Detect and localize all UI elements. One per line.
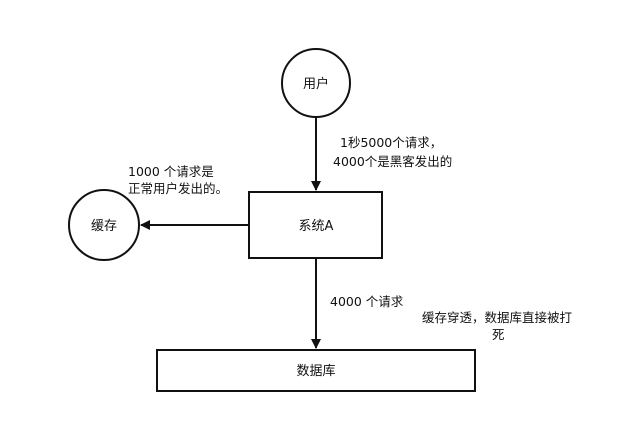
cache-node: 缓存 (68, 189, 140, 261)
system-to-cache-label-line-2: 正常用户发出的。 (128, 181, 228, 196)
cache-node-label: 缓存 (91, 219, 117, 234)
system-to-cache-label: 1000 个请求是 正常用户发出的。 (128, 164, 228, 196)
system-a-node-label: 系统A (299, 219, 334, 234)
cache-penetration-note-line-1: 缓存穿透，数据库直接被打 (422, 310, 572, 325)
database-node: 数据库 (156, 349, 476, 392)
user-node: 用户 (281, 48, 351, 118)
system-a-node: 系统A (248, 191, 383, 259)
cache-penetration-note-line-2: 死 (492, 327, 505, 342)
database-node-box (156, 349, 476, 392)
cache-penetration-note: 缓存穿透，数据库直接被打 死 (422, 310, 572, 342)
cache-node-circle (68, 189, 140, 261)
system-to-cache-label-line-1: 1000 个请求是 (128, 164, 214, 179)
user-to-system-label-line-2: 4000个是黑客发出的 (333, 154, 452, 169)
system-to-database-label: 4000 个请求 (330, 294, 404, 309)
system-to-database-label-line-1: 4000 个请求 (330, 294, 404, 309)
database-node-label: 数据库 (296, 363, 335, 379)
user-to-system-label: 1秒5000个请求， 4000个是黑客发出的 (333, 135, 452, 169)
user-to-system-label-line-1: 1秒5000个请求， (340, 135, 442, 150)
user-node-label: 用户 (303, 76, 329, 92)
